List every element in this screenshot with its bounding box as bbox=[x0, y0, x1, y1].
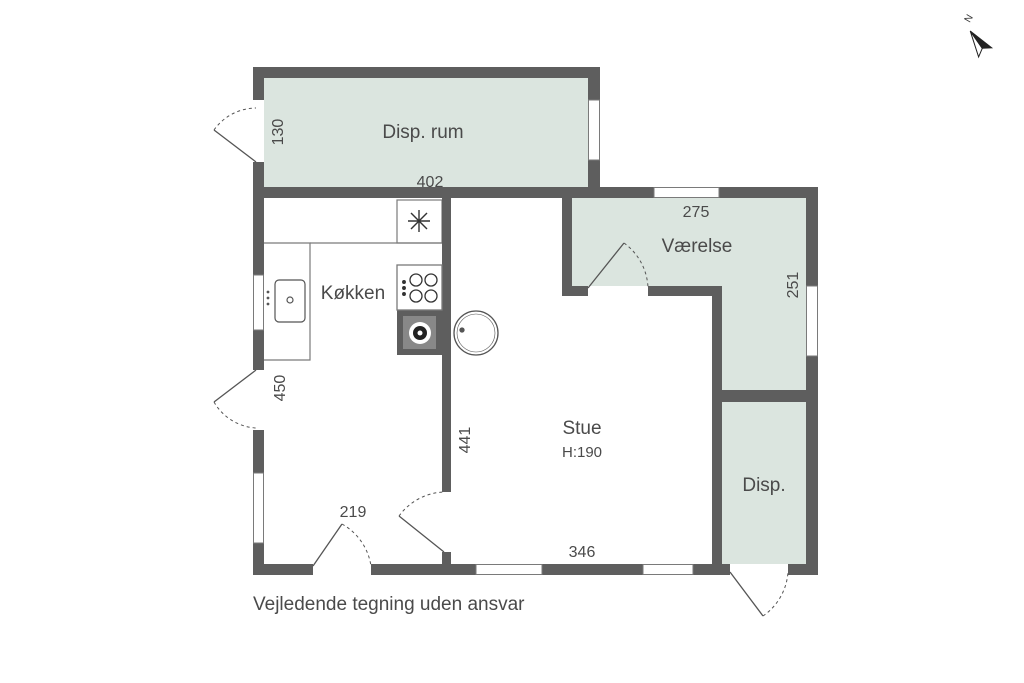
dim-stue-depth: 441 bbox=[457, 427, 474, 454]
disp-area bbox=[722, 402, 806, 564]
dim-kokken-depth: 450 bbox=[272, 375, 289, 402]
door-vaerelse bbox=[587, 242, 649, 289]
dim-kokken-width: 219 bbox=[340, 504, 367, 521]
window bbox=[253, 274, 264, 331]
window bbox=[588, 99, 600, 161]
vaerelse-area bbox=[572, 198, 806, 390]
room-label-kokken: Køkken bbox=[321, 283, 385, 304]
dim-disp-rum-width: 402 bbox=[417, 174, 444, 191]
room-label-vaerelse: Værelse bbox=[662, 236, 733, 257]
disp-rum-area bbox=[264, 78, 588, 189]
window bbox=[475, 564, 543, 575]
door-kokken-left bbox=[213, 369, 257, 429]
freezer-icon bbox=[408, 210, 430, 232]
door-kokken-bottom bbox=[312, 523, 372, 567]
compass-north-label: N bbox=[963, 13, 976, 25]
window bbox=[253, 472, 264, 544]
door-swings bbox=[213, 107, 789, 617]
door-openings bbox=[253, 100, 788, 575]
room-label-disp-rum: Disp. rum bbox=[382, 122, 463, 143]
sink-icon bbox=[266, 279, 306, 323]
room-label-disp: Disp. bbox=[742, 475, 785, 496]
round-table-icon bbox=[453, 310, 499, 356]
dim-vaerelse-depth: 251 bbox=[785, 272, 802, 299]
disclaimer-text: Vejledende tegning uden ansvar bbox=[253, 594, 525, 615]
oven-icon bbox=[403, 316, 436, 349]
kitchen-counter bbox=[264, 199, 443, 361]
window bbox=[806, 285, 818, 357]
window bbox=[653, 187, 720, 198]
dim-disp-rum-depth: 130 bbox=[270, 119, 287, 146]
room-height-stue: H:190 bbox=[562, 444, 602, 461]
window bbox=[642, 564, 694, 575]
compass-icon bbox=[969, 30, 994, 59]
door-stue bbox=[398, 491, 445, 553]
dim-vaerelse-width: 275 bbox=[683, 204, 710, 221]
room-fills bbox=[264, 78, 806, 564]
windows bbox=[253, 99, 818, 575]
dim-stue-width: 346 bbox=[569, 544, 596, 561]
room-label-stue: Stue bbox=[562, 418, 601, 439]
stove-icon bbox=[396, 264, 443, 311]
door-disp bbox=[729, 571, 789, 617]
door-disp-rum bbox=[213, 107, 257, 163]
